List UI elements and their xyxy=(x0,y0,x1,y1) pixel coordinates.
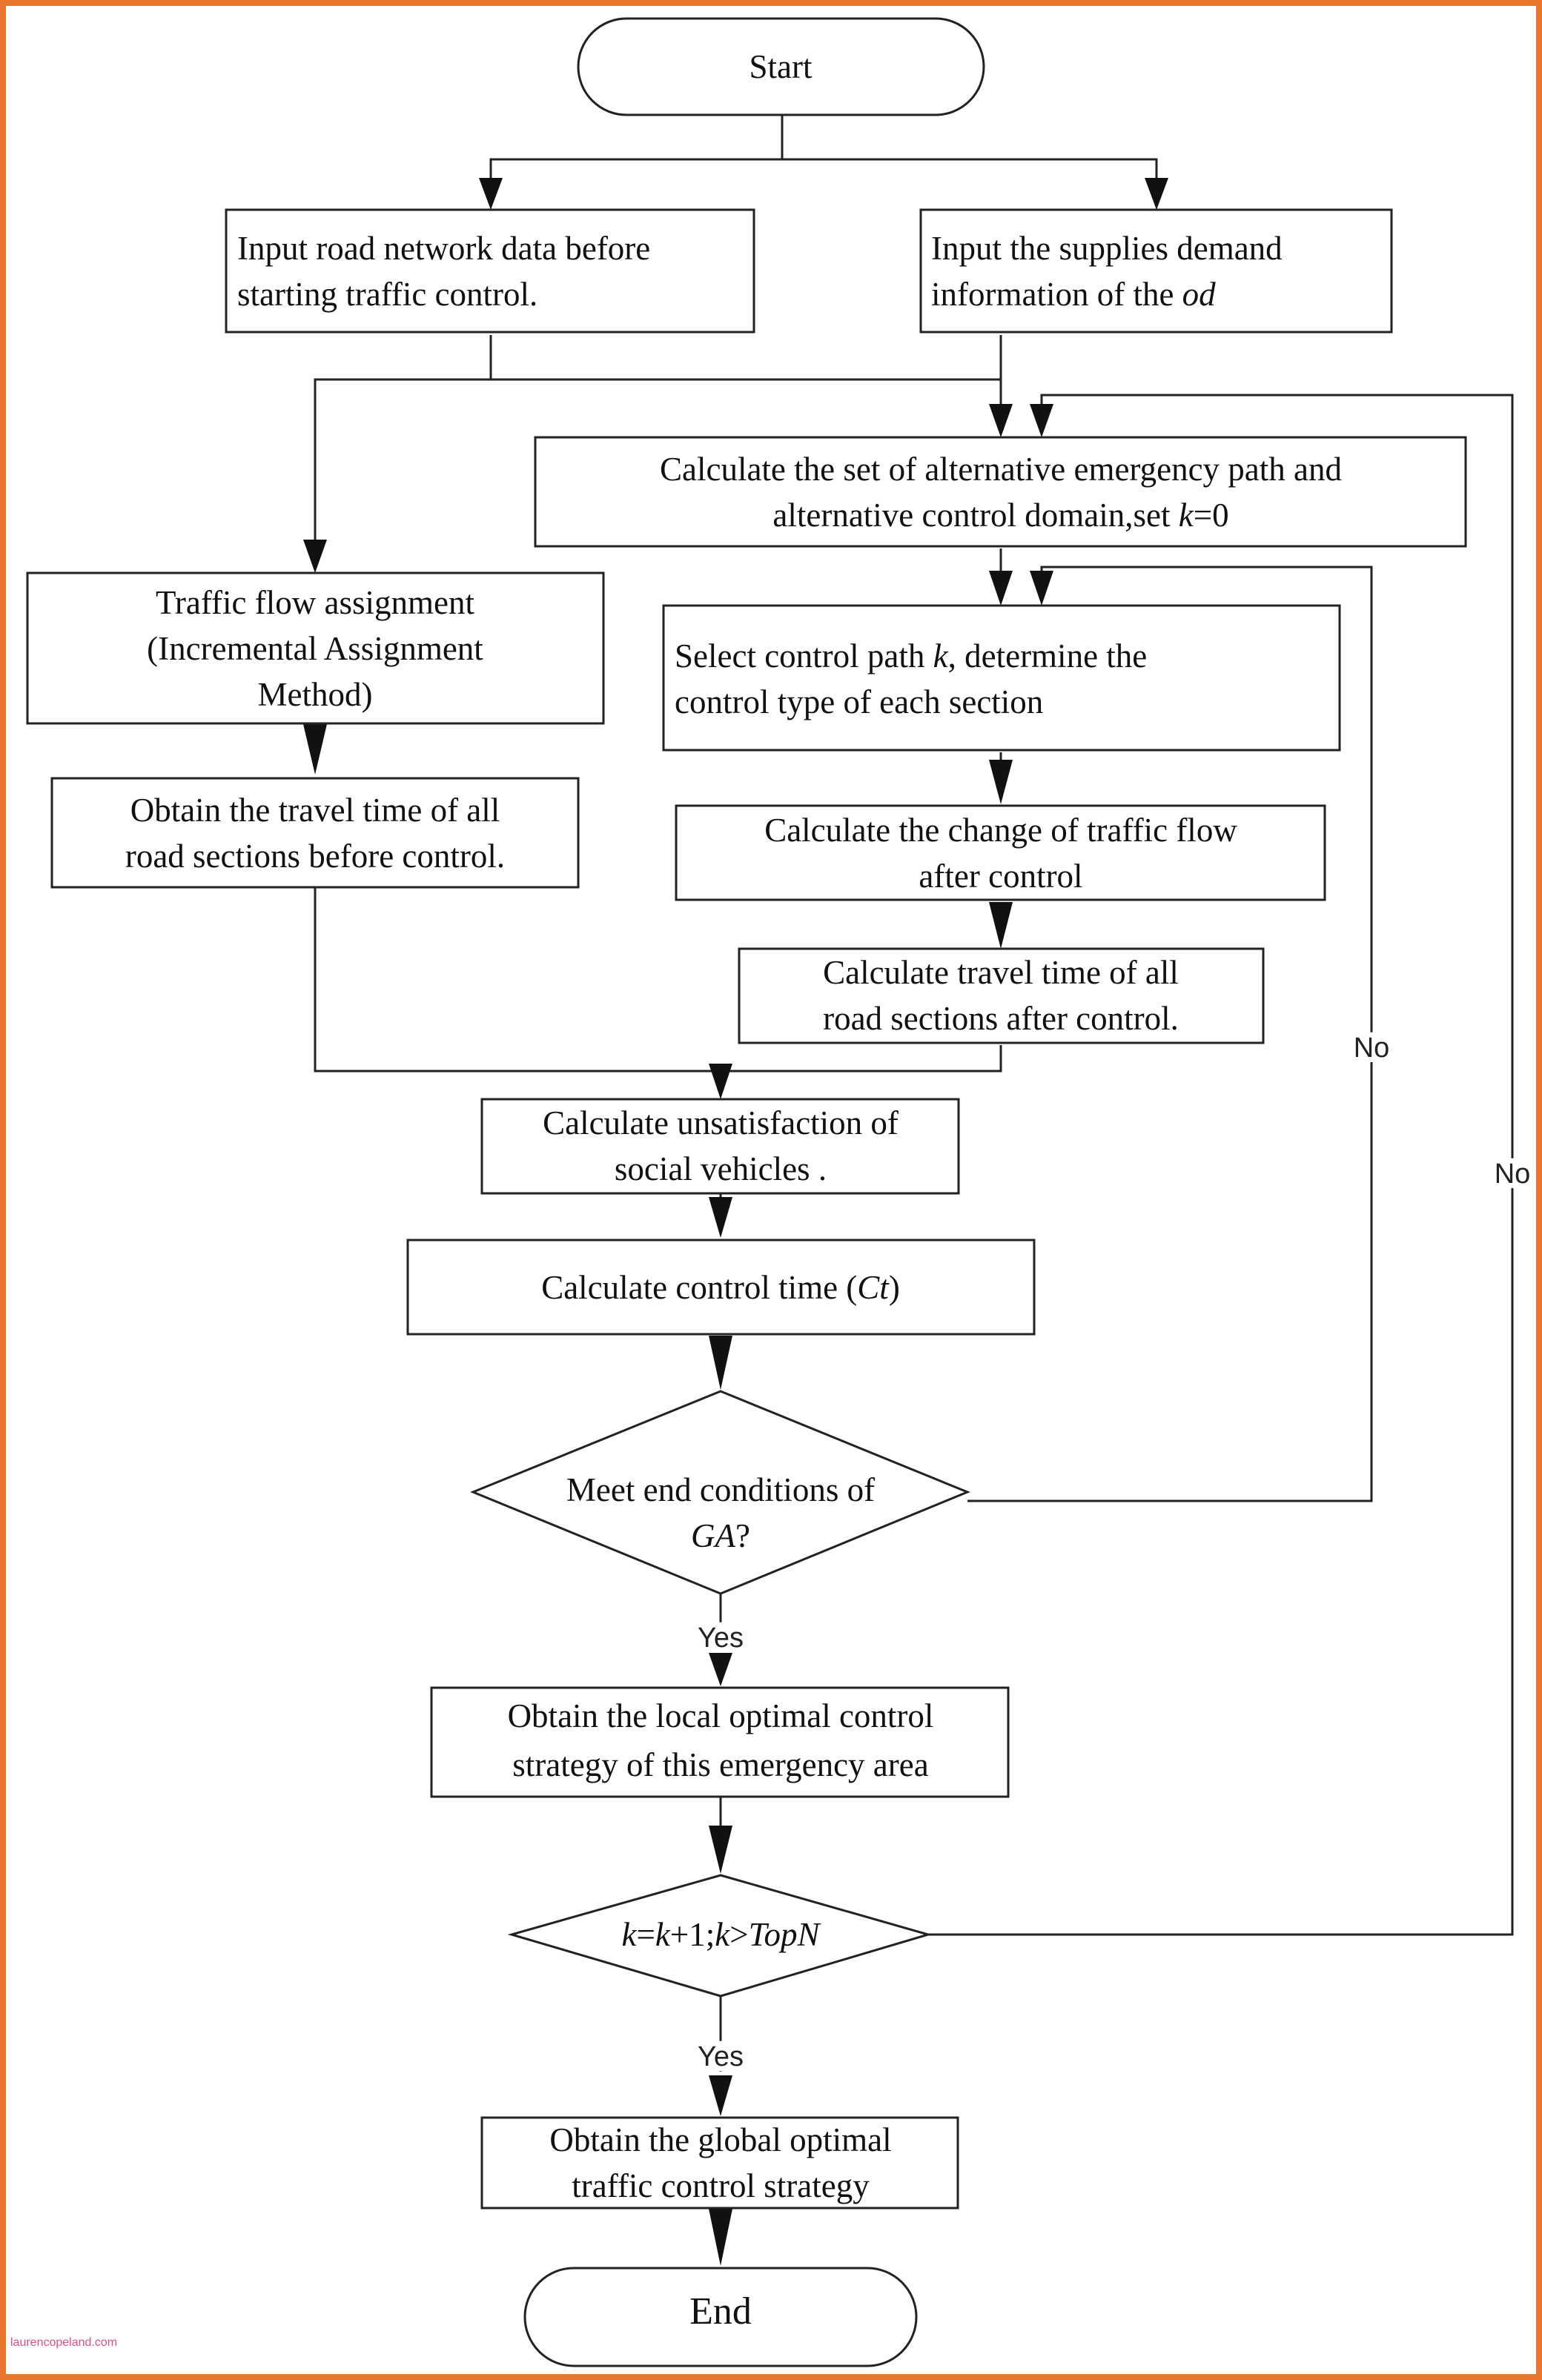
travel-before-label: Obtain the travel time of all road sectio… xyxy=(125,792,505,875)
label-line: k=k+1;k>TopN xyxy=(621,1916,821,1953)
label-line: End xyxy=(689,2290,752,2333)
label-line: Calculate travel time of all xyxy=(823,954,1179,991)
node-labels: Start Input road network data before star… xyxy=(125,48,1342,2333)
input-road-box xyxy=(225,208,755,334)
edge-start-split xyxy=(489,115,784,178)
select-path-label: Select control path k, determine the cont… xyxy=(675,637,1147,720)
label-line: Input road network data before xyxy=(237,230,650,267)
label-line: Calculate control time (Ct) xyxy=(541,1269,900,1306)
input-road-label: Input road network data before starting t… xyxy=(237,230,650,313)
arrowhead xyxy=(1145,178,1168,210)
travel-after-label: Calculate travel time of all road section… xyxy=(823,954,1179,1037)
label-line: social vehicles . xyxy=(615,1150,827,1187)
label-line: Select control path k, determine the xyxy=(675,637,1147,674)
watermark-text: laurencopeland.com xyxy=(10,2336,118,2349)
edge-road-to-assign xyxy=(314,335,492,540)
arrowhead xyxy=(709,1064,732,1099)
label-line: road sections after control. xyxy=(823,1000,1179,1037)
edge-travelbefore-merge xyxy=(314,887,721,1073)
travel-before-box xyxy=(50,777,580,889)
arrowhead xyxy=(1030,404,1053,437)
arrowhead xyxy=(479,178,503,210)
start-label: Start xyxy=(750,48,813,85)
label-line: road sections before control. xyxy=(125,838,505,875)
edge-ga-no-loop xyxy=(967,566,1373,1502)
arrowhead xyxy=(989,760,1013,804)
k-topn-diamond xyxy=(507,1874,933,1998)
label-line: Calculate the change of traffic flow xyxy=(764,812,1237,849)
global-opt-box xyxy=(480,2116,959,2210)
traffic-assign-label: Traffic flow assignment (Incremental Assi… xyxy=(147,584,483,713)
label-line: traffic control strategy xyxy=(572,2167,870,2204)
label-line: Method) xyxy=(258,676,373,713)
k-topn-label: k=k+1;k>TopN xyxy=(621,1916,821,1953)
label-line: control type of each section xyxy=(675,683,1043,720)
calc-set-box xyxy=(534,436,1467,548)
arrowhead xyxy=(709,1826,732,1874)
arrowhead xyxy=(1030,571,1053,606)
input-supplies-box xyxy=(919,208,1393,334)
unsatisfaction-box xyxy=(480,1098,960,1195)
arrowhead xyxy=(709,1653,732,1686)
meet-ga-label: Meet end conditions of GA? xyxy=(566,1471,875,1554)
arrowheads xyxy=(303,178,1168,2266)
arrowhead xyxy=(709,2209,732,2266)
label-line: Obtain the travel time of all xyxy=(130,792,500,829)
label-line: Traffic flow assignment xyxy=(156,584,474,621)
label-line: GA? xyxy=(691,1517,750,1554)
arrowhead xyxy=(303,540,327,573)
global-opt-label: Obtain the global optimal traffic control… xyxy=(549,2121,891,2204)
edge-travelafter-merge xyxy=(719,1045,1002,1073)
topn-yes-label: Yes xyxy=(698,2041,744,2072)
select-path-box xyxy=(662,604,1341,752)
arrowhead xyxy=(989,404,1013,437)
label-line: starting traffic control. xyxy=(237,276,537,313)
edge-topn-no-loop xyxy=(928,394,1514,1936)
control-time-box xyxy=(406,1239,1036,1336)
meet-ga-diamond xyxy=(470,1390,970,1595)
end-terminal xyxy=(523,2267,918,2367)
unsatisfaction-label: Calculate unsatisfaction of social vehicl… xyxy=(543,1104,899,1187)
label-line: (Incremental Assignment xyxy=(147,630,483,667)
label-line: Calculate the set of alternative emergen… xyxy=(660,451,1342,488)
arrowhead xyxy=(709,1336,732,1390)
traffic-assign-box xyxy=(26,571,605,725)
label-line: alternative control domain,set k=0 xyxy=(772,497,1228,534)
local-opt-label: Obtain the local optimal control strategy… xyxy=(508,1697,934,1783)
travel-after-box xyxy=(738,947,1265,1044)
label-line: information of the od xyxy=(931,276,1216,313)
arrowhead xyxy=(989,571,1013,606)
ga-yes-label: Yes xyxy=(698,1622,744,1654)
topn-no-label: No xyxy=(1495,1158,1531,1190)
ga-no-label: No xyxy=(1354,1032,1390,1064)
input-supplies-label: Input the supplies demand information of … xyxy=(931,230,1283,313)
edge-labels: No No Yes Yes xyxy=(692,1027,1535,2078)
label-line: Calculate unsatisfaction of xyxy=(543,1104,899,1141)
label-line: Meet end conditions of xyxy=(566,1471,875,1508)
label-line: after control xyxy=(919,858,1082,895)
arrowhead xyxy=(303,724,327,775)
end-label: End xyxy=(689,2290,752,2333)
arrowhead xyxy=(989,902,1013,949)
local-opt-box xyxy=(430,1686,1010,1798)
calc-set-label: Calculate the set of alternative emergen… xyxy=(660,451,1342,534)
start-terminal xyxy=(577,17,985,116)
node-shapes xyxy=(26,17,1467,2367)
change-flow-label: Calculate the change of traffic flow afte… xyxy=(764,812,1237,895)
arrowhead xyxy=(709,2075,732,2116)
label-line: Obtain the global optimal xyxy=(549,2121,891,2158)
change-flow-box xyxy=(675,804,1326,901)
label-line: Obtain the local optimal control xyxy=(508,1697,934,1734)
label-line: Start xyxy=(750,48,813,85)
edge-start-supplies xyxy=(782,158,1158,178)
control-time-label: Calculate control time (Ct) xyxy=(541,1269,900,1306)
label-line: Input the supplies demand xyxy=(931,230,1283,267)
arrowhead xyxy=(709,1197,732,1238)
label-line: strategy of this emergency area xyxy=(512,1746,928,1783)
